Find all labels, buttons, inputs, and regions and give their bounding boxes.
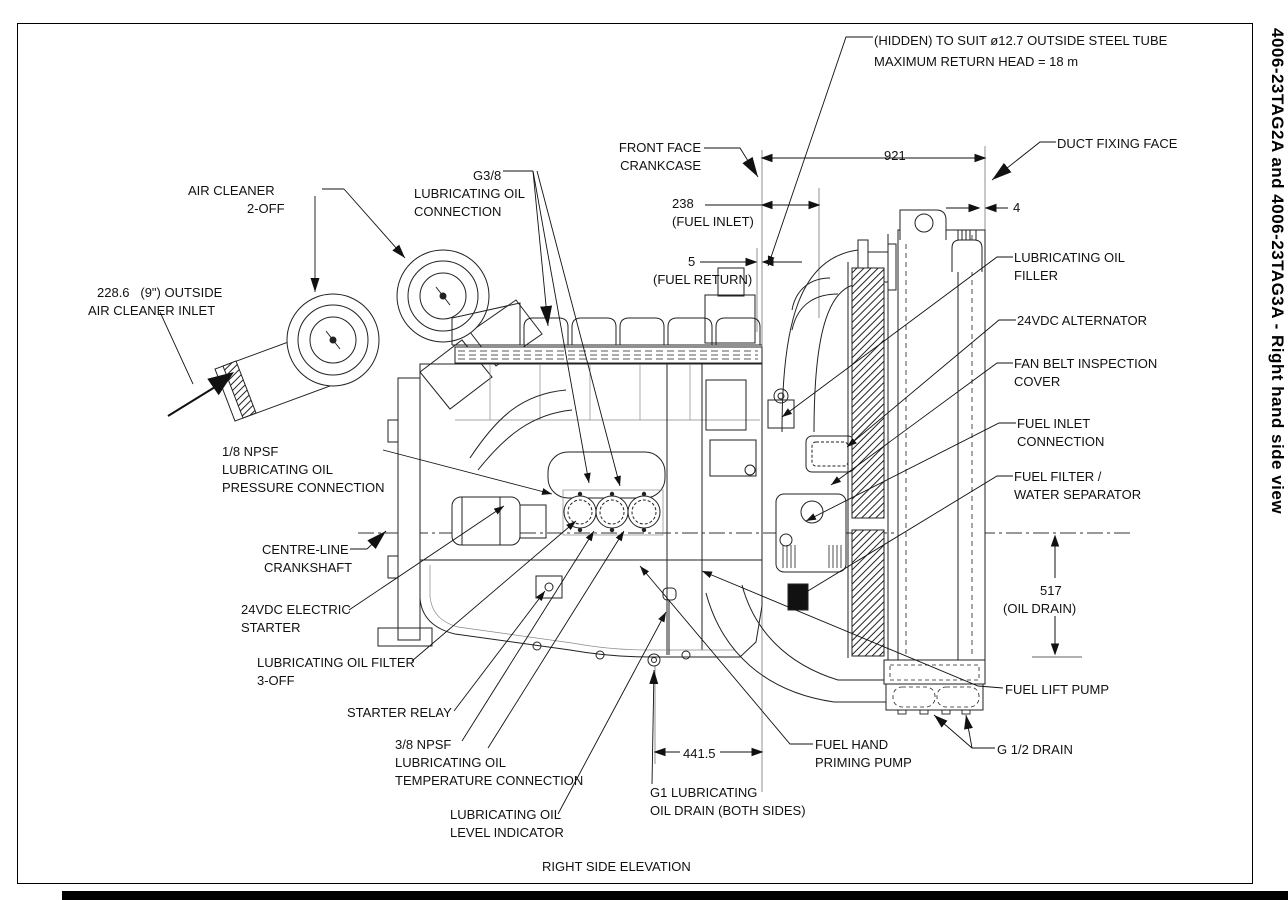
leader-lines bbox=[310, 36, 1056, 815]
sheet-title-vertical: 4006-23TAG2A and 4006-23TAG3A - Right ha… bbox=[1268, 28, 1287, 515]
dimension-lines bbox=[653, 153, 1060, 757]
radiator-drawing bbox=[847, 209, 986, 715]
drawing-border-frame bbox=[17, 23, 1253, 884]
air-inlet-flow-arrow bbox=[159, 311, 234, 417]
air-cleaner-drawing bbox=[214, 249, 543, 422]
footer-bar bbox=[62, 891, 1288, 900]
